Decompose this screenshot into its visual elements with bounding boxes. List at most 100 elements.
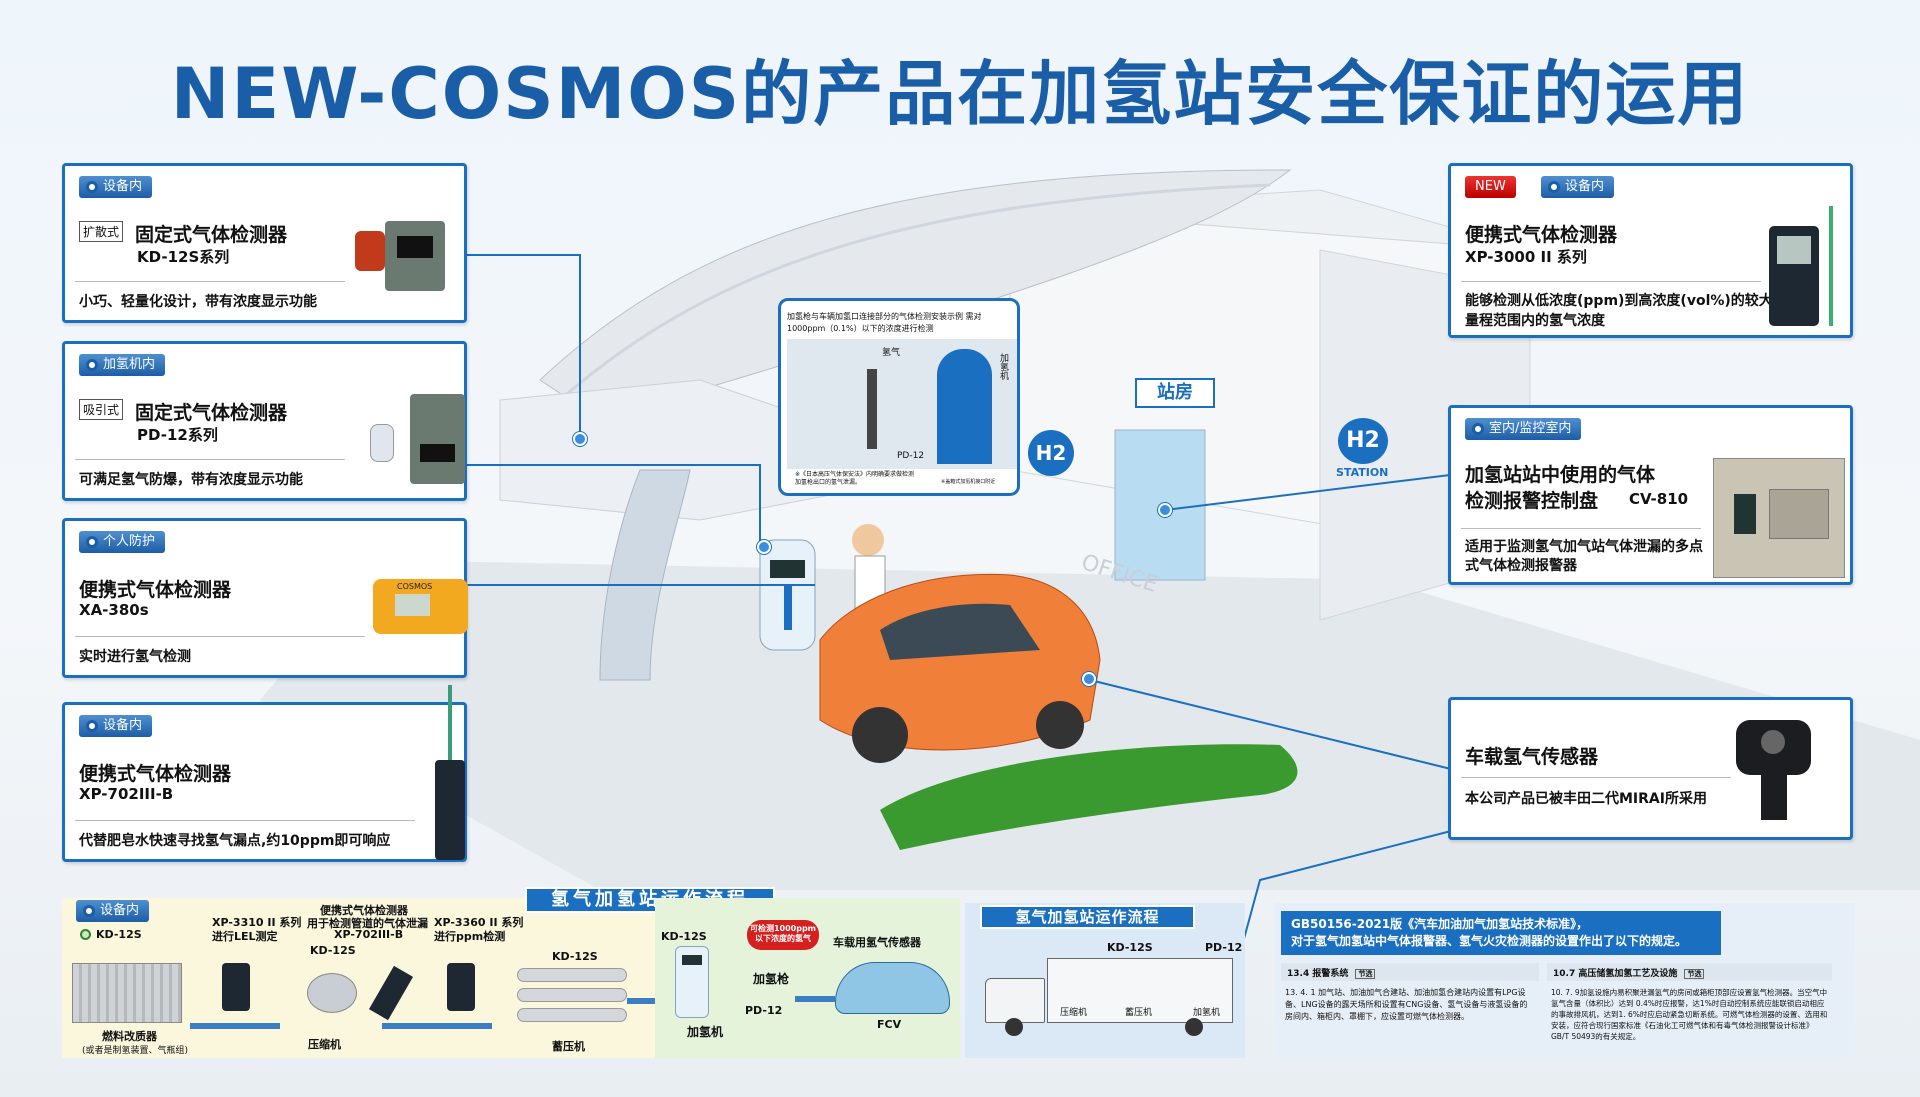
reformer-sub: (或者是制氢装置、气瓶组) (82, 1046, 189, 1056)
product-model: PD-12系列 (137, 426, 218, 444)
kd12s-legend: KD-12S (96, 928, 142, 941)
marker-office (1158, 503, 1172, 517)
right-pd12-label: PD-12 (1205, 941, 1243, 954)
h2-logo-left: H2 (1028, 430, 1074, 476)
kd12s-legend-icon (80, 929, 91, 940)
kd12s-storage-label: KD-12S (552, 950, 598, 963)
kd12s-compressor-label: KD-12S (310, 944, 356, 957)
marker-canopy (573, 432, 587, 446)
flow-right-panel: 氢气加氢站运作流程 KD-12S PD-12 压缩机 蓄压机 加氢机 (965, 903, 1245, 1058)
station-house-label: 站房 (1135, 378, 1215, 408)
reformer-label: 燃料改质器 (102, 1030, 157, 1043)
divider (75, 281, 345, 282)
flow-arrow-3 (627, 998, 667, 1004)
portable-3310-image (222, 963, 250, 1011)
xp702-label: XP-702III-B (334, 928, 404, 941)
right-head-tag: 节选 (1684, 969, 1705, 979)
type-tag: 吸引式 (79, 399, 124, 420)
mid-pd12-label: PD-12 (745, 1004, 783, 1017)
standard-panel: GB50156-2021版《汽车加油加气加氢站技术标准》， 对于氢气加氢站中气体… (1275, 903, 1855, 1058)
right-kd12s-label: KD-12S (1107, 941, 1153, 954)
storage-label: 蓄压机 (552, 1040, 585, 1053)
xp3000-device-image (1769, 206, 1849, 331)
mid-kd12s-label: KD-12S (661, 930, 707, 943)
storage-image (517, 968, 627, 1028)
h2-station-text: STATION (1336, 466, 1389, 479)
portable-title: 便携式气体检测器 (320, 904, 408, 917)
left-head-tag: 节选 (1355, 969, 1376, 979)
card-xp702: 设备内 便携式气体检测器 XP-702III-B 代替肥皂水快速寻找氢气漏点,约… (62, 685, 467, 862)
xp3310-sub: 进行LEL测定 (212, 930, 278, 943)
marker-dispenser (757, 540, 771, 554)
reformer-image (72, 963, 182, 1023)
flow-mid-panel: KD-12S 可检测1000ppm以下浓度的氢气 加氢枪 PD-12 加氢机 车… (655, 898, 960, 1058)
standard-left-text: 13. 4. 1 加气站、加油加气合建站、加油加氢合建站内设置有LPG设备、LN… (1285, 988, 1528, 1021)
card-cv810: 室内/监控室内 加氢站站中使用的气体 检测报警控制盘 CV-810 适用于监测氢… (1448, 405, 1853, 585)
mid-fcv-image (835, 962, 950, 1014)
type-tag: 扩散式 (79, 221, 124, 242)
right-compressor-label: 压缩机 (1060, 1008, 1088, 1018)
vehicle-sensor-image (1736, 720, 1811, 820)
product-name: 便携式气体检测器 (1465, 224, 1618, 246)
standard-title-box: GB50156-2021版《汽车加油加气加氢站技术标准》， 对于氢气加氢站中气体… (1281, 911, 1721, 955)
location-tag: 设备内 (76, 900, 150, 922)
product-model: CV-810 (1629, 490, 1689, 508)
location-tag: 设备内 (1541, 176, 1615, 198)
mid-badge: 可检测1000ppm以下浓度的氢气 (747, 920, 819, 950)
location-tag: 加氢机内 (79, 354, 166, 376)
product-desc: 小巧、轻量化设计，带有浓度显示功能 (79, 294, 317, 310)
right-dispenser-label: 加氢机 (1193, 1008, 1221, 1018)
product-desc: 能够检测从低浓度(ppm)到高浓度(vol%)的较大量程范围内的氢气浓度 (1465, 293, 1773, 329)
divider (75, 636, 365, 637)
mid-gun-label: 加氢枪 (753, 972, 790, 986)
divider (1461, 777, 1731, 778)
left-head-text: 13.4 报警系统 (1287, 969, 1349, 979)
product-name: 便携式气体检测器 (79, 763, 232, 785)
callout-label-vertical: 加氢机 (998, 353, 1008, 380)
callout-text: 加氢枪与车辆加氢口连接部分的气体检测安装示例 需对1000ppm（0.1%）以下… (787, 312, 982, 333)
callout-note-left: ※《日本高压气体保安法》内明确要求做检测加氢枪出口的氢气泄漏。 (795, 471, 915, 486)
compressor-label: 压缩机 (308, 1038, 341, 1051)
cv810-panel-image (1713, 458, 1845, 578)
product-desc: 可满足氢气防爆，带有浓度显示功能 (79, 472, 303, 488)
location-tag: 个人防护 (79, 531, 166, 553)
device-brand: COSMOS (397, 582, 433, 591)
location-tag: 设备内 (79, 715, 153, 737)
divider (1461, 281, 1761, 282)
xp3360-label: XP-3360 II 系列 (434, 916, 524, 929)
product-model: KD-12S系列 (137, 248, 230, 266)
right-storage-label: 蓄压机 (1125, 1008, 1153, 1018)
mid-dispenser-image (675, 946, 709, 1018)
product-name: 车载氢气传感器 (1465, 746, 1599, 768)
flow-arrow-1 (190, 1023, 280, 1029)
portable-702-image (368, 965, 414, 1021)
h2-logo-right: H2 (1338, 418, 1388, 464)
card-kd12s: 设备内 扩散式 固定式气体检测器 KD-12S系列 小巧、轻量化设计，带有浓度显… (62, 163, 467, 323)
product-desc: 本公司产品已被丰田二代MIRAI所采用 (1465, 791, 1707, 807)
dispenser-callout: 加氢枪与车辆加氢口连接部分的气体检测安装示例 需对1000ppm（0.1%）以下… (778, 298, 1020, 496)
standard-right-head: 10.7 高压储氢加氢工艺及设施 节选 (1547, 963, 1832, 981)
callout-label-hydrogen: 氢气 (882, 348, 901, 358)
product-name-line2: 检测报警控制盘 (1465, 490, 1599, 512)
new-badge: NEW (1465, 176, 1516, 198)
divider (75, 459, 345, 460)
product-desc: 代替肥皂水快速寻找氢气漏点,约10ppm即可响应 (79, 833, 391, 849)
product-name: 固定式气体检测器 (135, 402, 288, 424)
standard-title-2: 对于氢气加氢站中气体报警器、氢气火灾检测器的设置作出了以下的规定。 (1291, 934, 1688, 948)
product-name: 固定式气体检测器 (135, 224, 288, 246)
flow-left-panel: 设备内 KD-12S XP-3310 II 系列 进行LEL测定 便携式气体检测… (62, 898, 667, 1058)
standard-right-text: 10. 7. 9加氢设施内易积聚泄漏氢气的房间或箱柜顶部应设置氢气检测器。当空气… (1551, 988, 1828, 1041)
xa380s-device-image: COSMOS (373, 579, 468, 634)
marker-car (1082, 672, 1096, 686)
product-model: XP-702III-B (79, 785, 174, 803)
right-head-text: 10.7 高压储氢加氢工艺及设施 (1553, 969, 1678, 979)
callout-label-pd12: PD-12 (897, 451, 925, 461)
standard-title-1: GB50156-2021版《汽车加油加气加氢站技术标准》， (1291, 917, 1589, 931)
divider (75, 820, 415, 821)
product-desc: 实时进行氢气检测 (79, 649, 191, 665)
flow-arrow-2 (382, 1023, 492, 1029)
mid-vehicle-sensor-label: 车载用氢气传感器 (833, 936, 921, 949)
mid-dispenser-label: 加氢机 (687, 1025, 724, 1039)
compressor-image (292, 963, 372, 1023)
location-tag: 设备内 (79, 176, 153, 198)
